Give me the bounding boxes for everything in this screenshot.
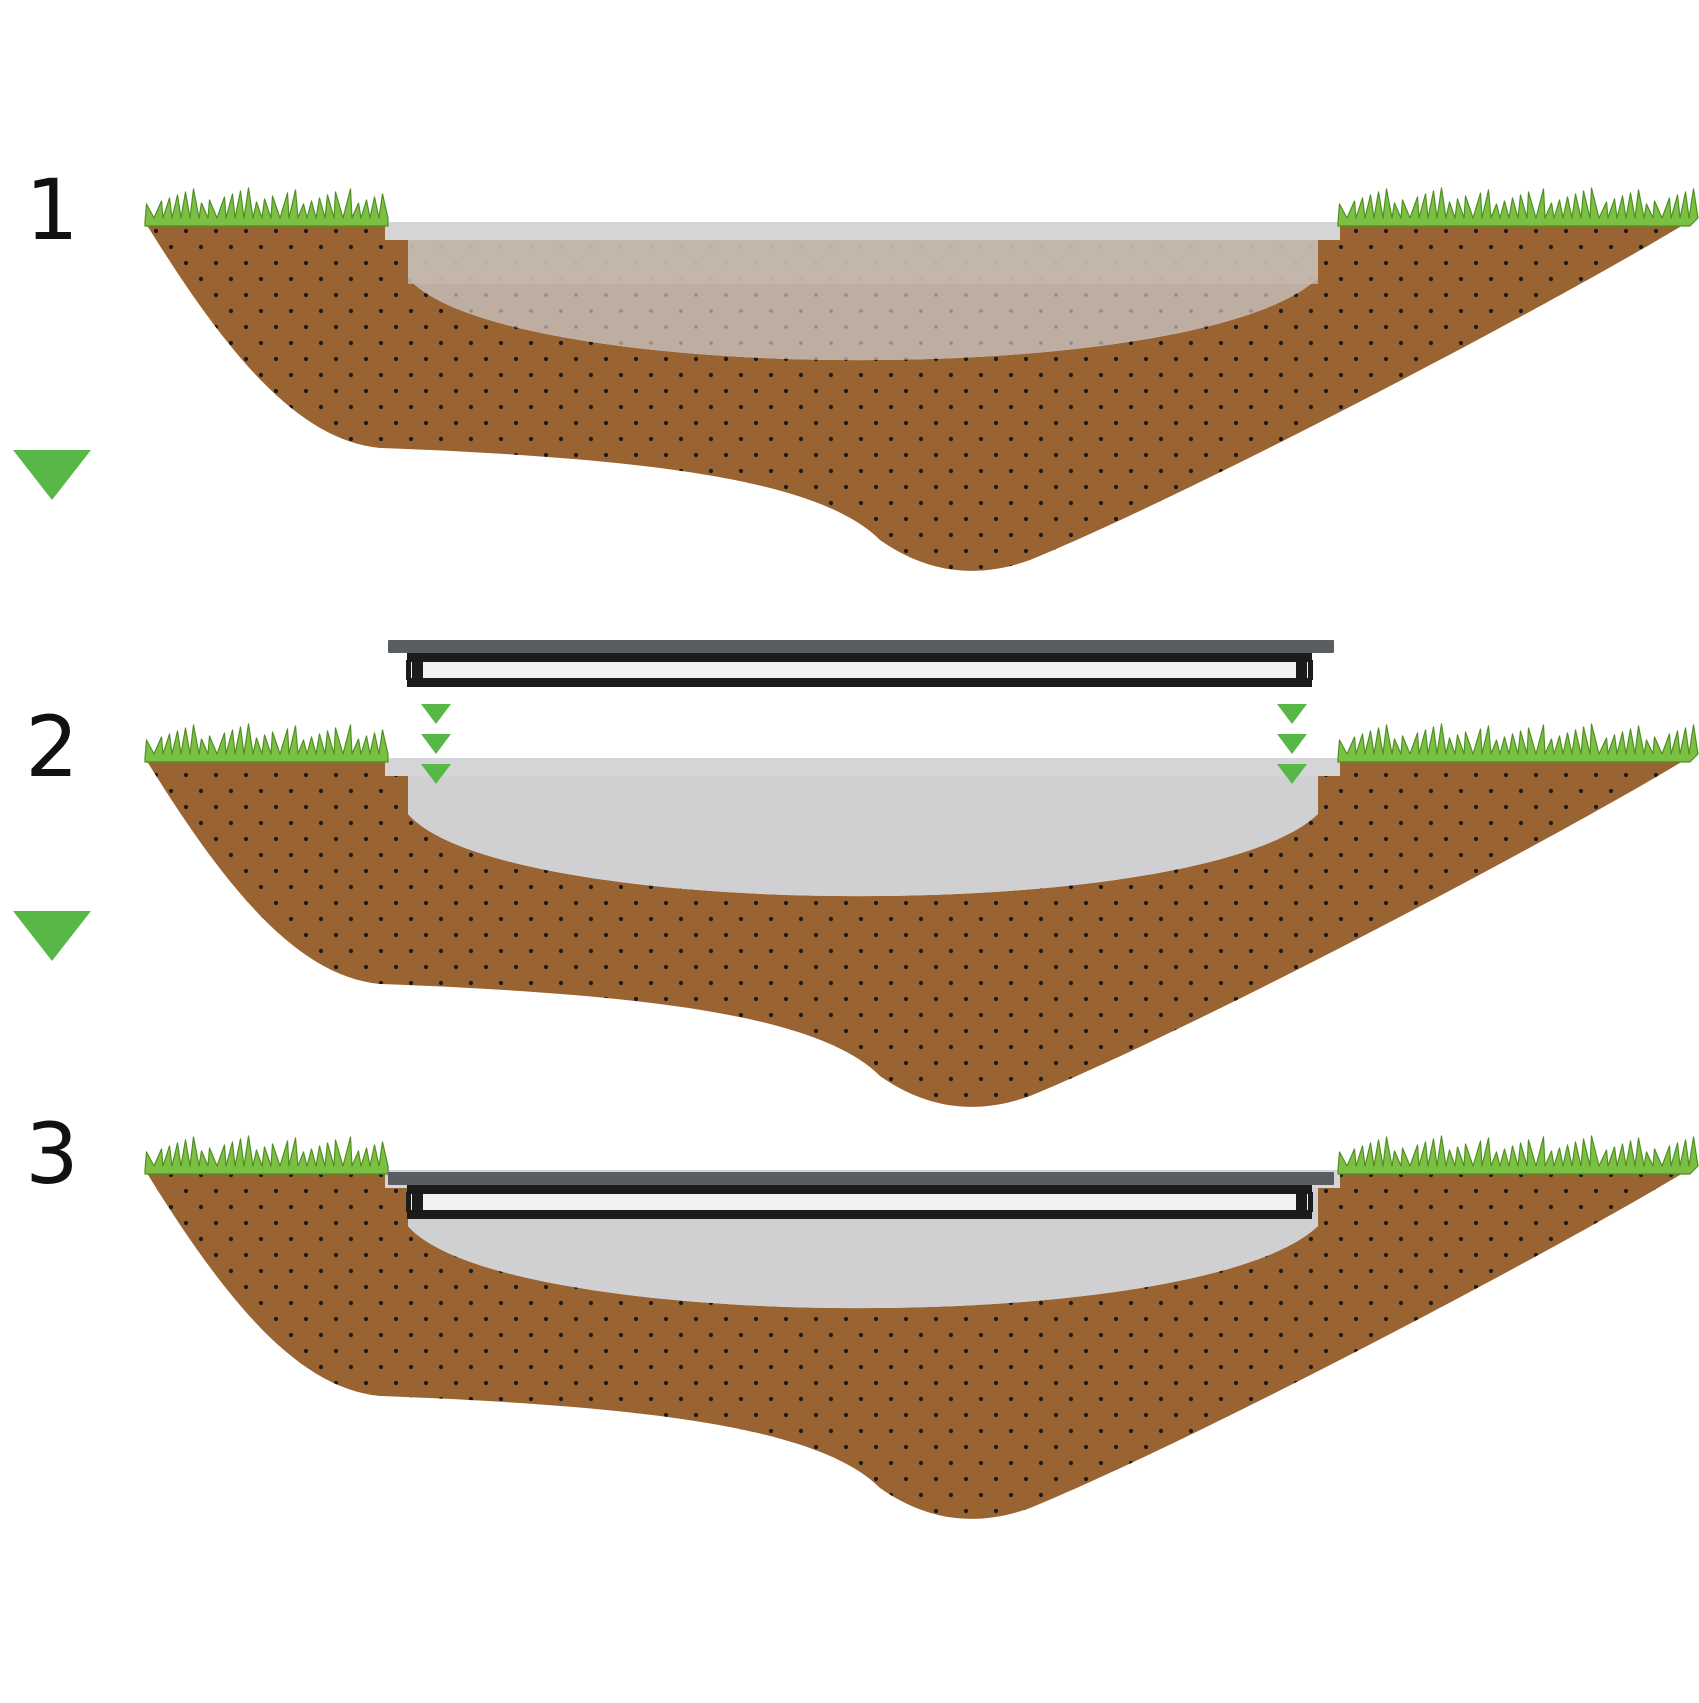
frame-right-edge xyxy=(1308,1185,1312,1219)
frame-upper-rail xyxy=(407,653,1312,661)
frame-body xyxy=(406,1192,1313,1212)
soil-texture xyxy=(145,222,1688,571)
insert-arrow-left-2-icon xyxy=(421,734,451,754)
frame-left-edge xyxy=(407,653,411,687)
frame-right-edge xyxy=(1308,653,1312,687)
next-step-arrow-2-icon xyxy=(13,911,91,961)
insert-arrow-right-3-icon xyxy=(1277,764,1307,784)
step-number-1: 1 xyxy=(25,161,79,259)
pit-ledge xyxy=(385,222,1340,240)
excavated-pit xyxy=(385,758,1340,897)
step-1-scene xyxy=(144,187,1699,571)
soil-texture xyxy=(145,758,1688,1107)
frame-left-post xyxy=(412,1194,423,1210)
frame-left-edge xyxy=(407,1185,411,1219)
frame-top-pad xyxy=(388,640,1334,653)
frame-right-post xyxy=(1296,1194,1307,1210)
insert-arrow-left-3-icon xyxy=(421,764,451,784)
step-3-scene xyxy=(144,1135,1699,1519)
grass-left xyxy=(144,1135,389,1175)
frame-upper-rail xyxy=(407,1185,1312,1193)
pit-ledge xyxy=(385,758,1340,776)
grass-left xyxy=(144,723,389,763)
frame-left-post xyxy=(412,662,423,678)
frame-hovering xyxy=(388,640,1334,687)
frame-top-pad xyxy=(388,1172,1334,1185)
frame-lower-rail xyxy=(407,679,1312,687)
grass-right xyxy=(1337,187,1699,227)
grass-right xyxy=(1337,1135,1699,1175)
soil-texture xyxy=(145,1170,1688,1519)
next-step-arrow-1-icon xyxy=(13,450,91,500)
step-number-3: 3 xyxy=(25,1105,79,1203)
insert-arrow-right-1-icon xyxy=(1277,704,1307,724)
insert-arrow-left-1-icon xyxy=(421,704,451,724)
step-2-scene xyxy=(144,640,1699,1107)
step-number-2: 2 xyxy=(25,698,79,796)
pit-upper-band xyxy=(408,240,1318,284)
frame-body xyxy=(406,660,1313,680)
grass-right xyxy=(1337,723,1699,763)
frame-right-post xyxy=(1296,662,1307,678)
insert-arrow-right-2-icon xyxy=(1277,734,1307,754)
frame-installed xyxy=(388,1172,1334,1219)
frame-lower-rail xyxy=(407,1211,1312,1219)
grass-left xyxy=(144,187,389,227)
